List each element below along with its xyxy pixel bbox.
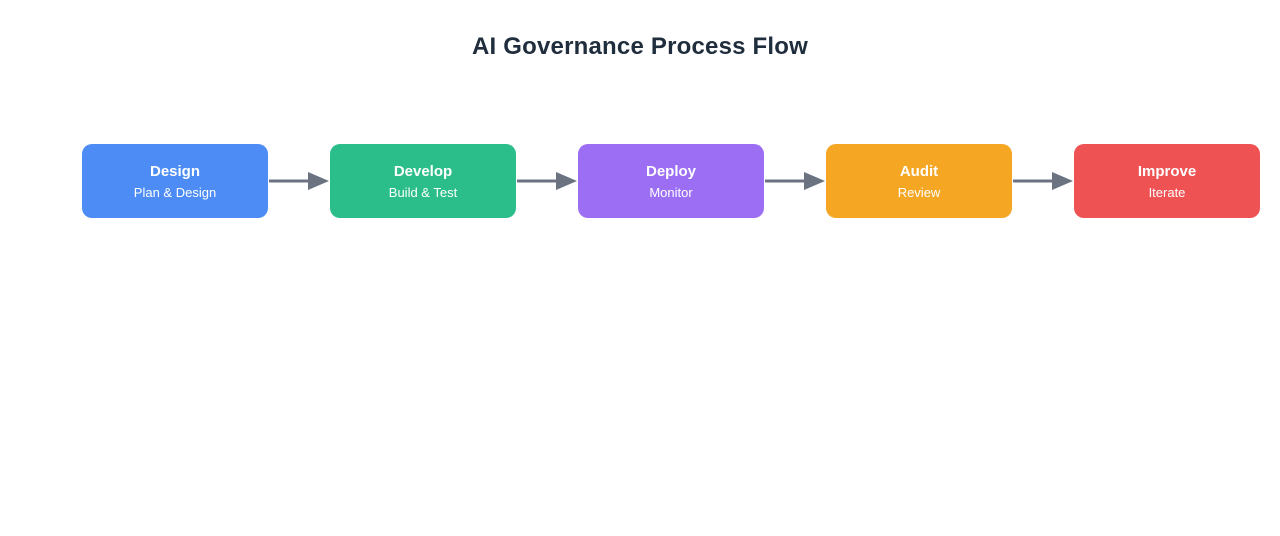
process-flow-diagram: Design Plan & Design Develop Build & Tes… [82,144,1260,218]
flow-node-title: Design [149,163,200,180]
flow-node-title: Audit [899,163,939,180]
flow-node-subtitle: Iterate [1148,185,1186,200]
flow-node-title: Improve [1137,163,1197,180]
arrow-right-icon [268,170,330,192]
flow-node-subtitle: Build & Test [388,185,458,200]
flow-node-develop[interactable]: Develop Build & Test [330,144,516,218]
arrow-right-icon [516,170,578,192]
flow-node-improve[interactable]: Improve Iterate [1074,144,1260,218]
page-title: AI Governance Process Flow [472,33,808,60]
arrow-right-icon [764,170,826,192]
flow-node-subtitle: Review [897,185,941,200]
arrow-right-icon [1012,170,1074,192]
flow-node-audit[interactable]: Audit Review [826,144,1012,218]
flow-node-title: Develop [393,163,453,180]
flow-node-deploy[interactable]: Deploy Monitor [578,144,764,218]
flow-node-subtitle: Monitor [649,185,693,200]
flow-node-subtitle: Plan & Design [133,185,217,200]
flow-node-design[interactable]: Design Plan & Design [82,144,268,218]
flow-node-title: Deploy [645,163,696,180]
